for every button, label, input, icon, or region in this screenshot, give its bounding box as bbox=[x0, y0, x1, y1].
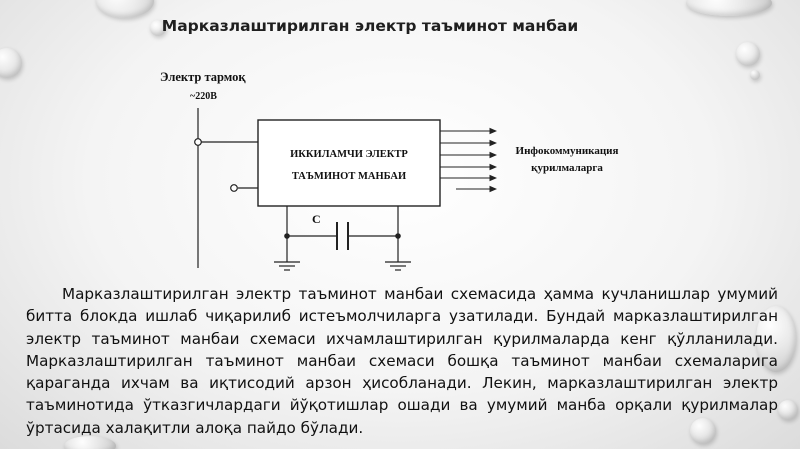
consumer-label-line-1: Инфокоммуникация bbox=[515, 145, 619, 157]
filter-capacitor-circuit bbox=[286, 206, 399, 262]
water-drop-decoration bbox=[756, 306, 796, 372]
water-drop-decoration bbox=[0, 48, 22, 78]
water-drop-decoration bbox=[686, 0, 772, 16]
network-terminal-bottom bbox=[230, 184, 238, 192]
voltage-label: ~220В bbox=[190, 91, 217, 102]
body-paragraph: Марказлаштирилган электр таъминот манбаи… bbox=[26, 285, 778, 437]
consumer-label: Инфокоммуникация қурилмаларга bbox=[500, 143, 634, 177]
output-arrows bbox=[440, 127, 498, 193]
block-label-line-1: ИККИЛАМЧИ ЭЛЕКТР bbox=[290, 149, 408, 160]
capacitor-label: С bbox=[312, 212, 321, 226]
power-supply-block bbox=[257, 119, 441, 207]
consumer-label-line-2: қурилмаларга bbox=[531, 162, 603, 174]
slide-title: Марказлаштирилган электр таъминот манбаи bbox=[161, 17, 579, 35]
water-drop-decoration bbox=[736, 42, 760, 66]
power-supply-block-label: ИККИЛАМЧИ ЭЛЕКТР ТАЪМИНОТ МАНБАИ bbox=[258, 144, 440, 188]
power-rails bbox=[197, 108, 258, 268]
network-label: Электр тармоқ bbox=[160, 70, 246, 84]
network-terminal-top bbox=[194, 138, 202, 146]
water-drop-decoration bbox=[96, 0, 154, 18]
water-drop-decoration bbox=[64, 436, 116, 449]
water-drop-decoration bbox=[150, 20, 166, 36]
water-drop-decoration bbox=[750, 70, 760, 80]
ground-symbol-right bbox=[385, 261, 411, 271]
ground-symbol-left bbox=[274, 261, 300, 271]
junction-dot-left bbox=[284, 233, 290, 239]
water-drop-decoration bbox=[690, 418, 716, 444]
junction-dot-right bbox=[395, 233, 401, 239]
block-label-line-2: ТАЪМИНОТ МАНБАИ bbox=[291, 171, 407, 182]
water-drop-decoration bbox=[778, 400, 798, 420]
